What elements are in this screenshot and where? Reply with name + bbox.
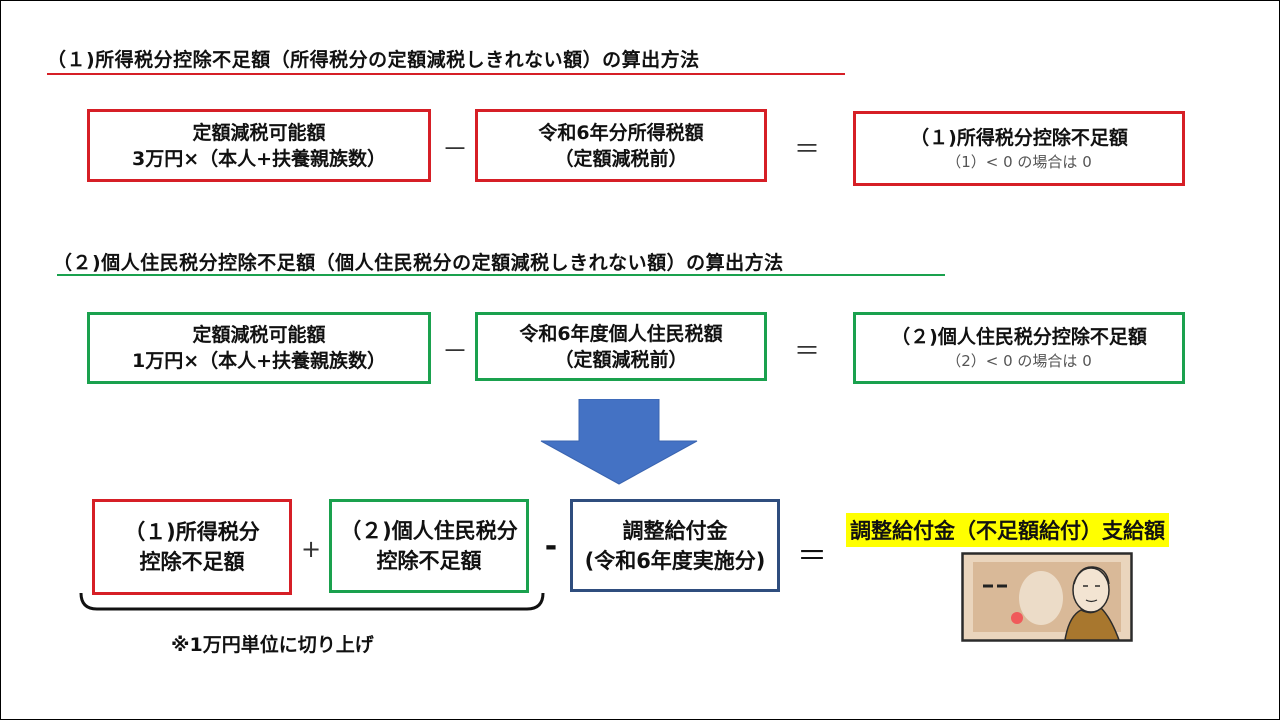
section2-minus-operator: － xyxy=(441,337,468,367)
banknote-icon xyxy=(961,552,1133,642)
section2-box-deduction-capacity: 定額減税可能額 1万円×（本人+扶養親族数） xyxy=(87,312,431,384)
grouping-bracket xyxy=(79,592,545,611)
bottom-box1-line2: 控除不足額 xyxy=(139,550,245,574)
section1-minus-operator: － xyxy=(441,135,468,165)
section1-box-deduction-capacity: 定額減税可能額 3万円×（本人+扶養親族数） xyxy=(87,109,431,182)
down-arrow-icon xyxy=(540,399,698,485)
bottom-box1-line1: （１)所得税分 xyxy=(124,520,260,544)
section2-underline xyxy=(57,274,945,276)
section1-result-line1: （１)所得税分控除不足額 xyxy=(910,126,1128,149)
bottom-box3-line2: (令和6年度実施分) xyxy=(584,548,766,573)
section2-box-a-line2: 1万円×（本人+扶養親族数） xyxy=(131,350,387,372)
section1-box-b-line2: （定額減税前） xyxy=(554,147,688,170)
bottom-box-resident-tax-shortfall: （２)個人住民税分 控除不足額 xyxy=(329,499,529,593)
section1-box-a-line2: 3万円×（本人+扶養親族数） xyxy=(131,147,387,170)
section1-box-b-line1: 令和6年分所得税額 xyxy=(538,121,704,144)
section1-underline xyxy=(47,73,845,75)
section2-heading: （２)個人住民税分控除不足額（個人住民税分の定額減税しきれない額）の算出方法 xyxy=(53,252,784,274)
section1-result-note: （1）< 0 の場合は 0 xyxy=(946,152,1092,171)
bottom-box2-line2: 控除不足額 xyxy=(376,549,482,573)
bottom-equals-operator: ＝ xyxy=(797,539,827,574)
section2-result-note: （2）< 0 の場合は 0 xyxy=(946,352,1092,370)
bottom-minus-operator: - xyxy=(544,529,558,564)
section2-box-result: （２)個人住民税分控除不足額 （2）< 0 の場合は 0 xyxy=(853,312,1185,384)
bottom-box-income-tax-shortfall: （１)所得税分 控除不足額 xyxy=(92,499,292,595)
section2-equals-operator: ＝ xyxy=(793,337,820,367)
section2-box-b-line1: 令和6年度個人住民税額 xyxy=(519,322,723,345)
bottom-plus-operator: + xyxy=(300,535,322,563)
bottom-box2-line1: （２)個人住民税分 xyxy=(340,519,518,543)
section1-box-income-tax: 令和6年分所得税額 （定額減税前） xyxy=(475,109,767,182)
section2-result-line1: （２)個人住民税分控除不足額 xyxy=(891,326,1147,348)
section1-heading: （１)所得税分控除不足額（所得税分の定額減税しきれない額）の算出方法 xyxy=(47,49,700,71)
section1-equals-operator: ＝ xyxy=(793,135,820,165)
bottom-box-adjustment-payment: 調整給付金 (令和6年度実施分) xyxy=(570,499,780,592)
section2-box-b-line2: （定額減税前） xyxy=(554,348,688,371)
result-payment-label: 調整給付金（不足額給付）支給額 xyxy=(846,513,1169,547)
rounding-note: ※1万円単位に切り上げ xyxy=(171,634,374,656)
section2-box-a-line1: 定額減税可能額 xyxy=(192,324,326,346)
section1-box-a-line1: 定額減税可能額 xyxy=(192,121,326,144)
section2-box-resident-tax: 令和6年度個人住民税額 （定額減税前） xyxy=(475,312,767,381)
bottom-box3-line1: 調整給付金 xyxy=(622,518,728,543)
section1-box-result: （１)所得税分控除不足額 （1）< 0 の場合は 0 xyxy=(853,111,1185,186)
